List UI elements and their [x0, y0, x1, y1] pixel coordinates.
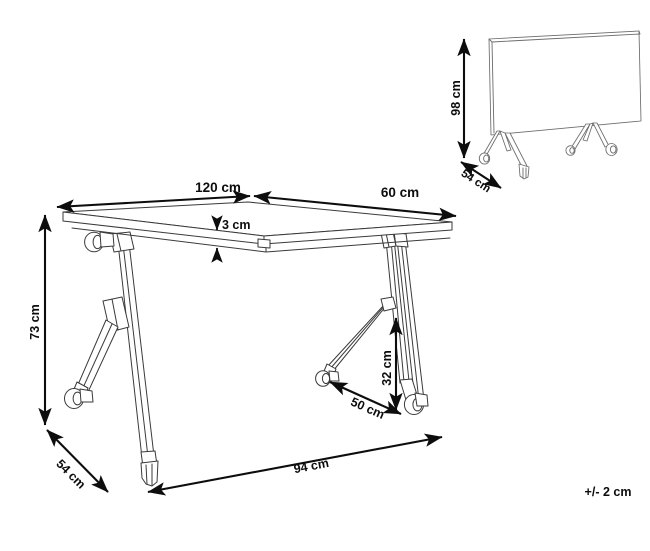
folded-caster-right-outer [605, 143, 618, 156]
dimension-width-120: 120 cm [56, 180, 251, 213]
folded-foot-left-inner [518, 163, 530, 180]
dimension-label-thickness: 3 cm [222, 218, 251, 232]
caster-right-inner [315, 370, 340, 387]
foot-left-front [140, 450, 159, 487]
dimension-base-depth-54: 54 cm [46, 429, 109, 493]
folded-table-view: 98 cm 54 cm [449, 30, 642, 195]
dimension-base-width-94: 94 cm [147, 433, 443, 496]
dimension-label-brace-height: 32 cm [380, 350, 394, 385]
folded-caster-left-outer [478, 152, 491, 165]
folded-leg-left [478, 130, 530, 180]
right-leg-assembly [315, 231, 429, 415]
dimension-height-73: 73 cm [28, 214, 52, 426]
dimension-label-width: 120 cm [195, 180, 241, 195]
folded-leg-right [565, 122, 618, 156]
dimension-folded-depth: 54 cm [459, 161, 502, 195]
dimension-thickness-3: 3 cm [211, 215, 251, 263]
dimension-label-folded-height: 98 cm [449, 80, 463, 115]
dimension-label-height: 73 cm [28, 304, 42, 339]
dimension-depth-60: 60 cm [253, 185, 457, 221]
dimension-label-base-width: 94 cm [293, 456, 330, 476]
dimension-label-base-depth: 54 cm [53, 457, 88, 492]
caster-right-outer [399, 378, 429, 415]
tolerance-note: +/- 2 cm [585, 485, 632, 499]
dimension-folded-height: 98 cm [449, 38, 471, 159]
folded-table-panel [488, 30, 642, 136]
dimension-brace-span-50: 50 cm [329, 381, 402, 422]
left-leg-top-joint [84, 231, 135, 253]
left-leg-assembly [64, 231, 159, 487]
main-table-view: 120 cm 60 cm 3 cm 73 cm 54 cm 94 cm [28, 180, 457, 496]
dimension-label-depth: 60 cm [381, 185, 419, 200]
dimension-brace-height-32: 32 cm [380, 317, 403, 411]
caster-left-rear [64, 388, 94, 409]
folded-caster-right-inner [565, 145, 576, 156]
